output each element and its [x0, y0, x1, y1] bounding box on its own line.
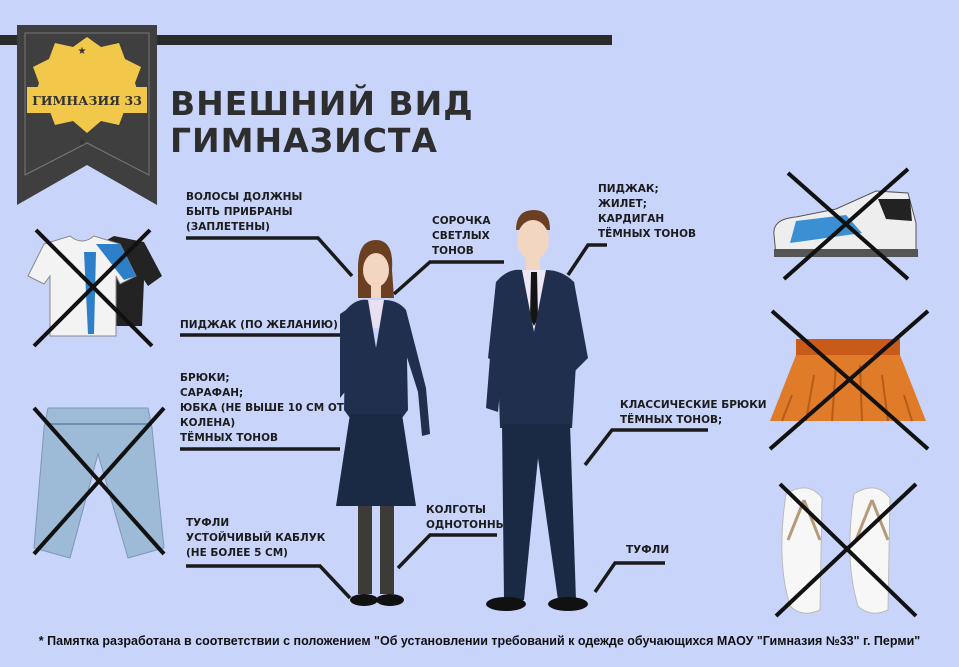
school-badge: ★ ★ ГИМНАЗИЯ 33 [17, 25, 157, 205]
forbidden-jeans [32, 406, 166, 559]
title-line-1: ВНЕШНИЙ ВИД [170, 84, 474, 123]
forbidden-sport-tshirt [27, 228, 162, 348]
label-jacket-optional: ПИДЖАК (ПО ЖЕЛАНИЮ) [180, 319, 338, 331]
label-shirt: СОРОЧКА СВЕТЛЫХ ТОНОВ [432, 215, 491, 257]
forbidden-short-skirt [768, 309, 930, 451]
forbidden-sneakers [773, 167, 918, 281]
boy-figure [486, 210, 588, 611]
label-girl-shoes: ТУФЛИ УСТОЙЧИВЫЙ КАБЛУК (НЕ БОЛЕЕ 5 СМ) [186, 517, 326, 559]
title-line-2: ГИМНАЗИСТА [170, 121, 438, 160]
top-bar [0, 35, 612, 45]
girl-figure [336, 240, 430, 606]
label-tights: КОЛГОТЫ ОДНОТОННЫЕ [426, 504, 514, 531]
footnote: * Памятка разработана в соответствии с п… [38, 634, 921, 648]
page-title: ВНЕШНИЙ ВИД ГИМНАЗИСТА [170, 85, 474, 159]
badge-text: ГИМНАЗИЯ 33 [32, 93, 142, 108]
label-boy-shoes: ТУФЛИ [626, 544, 670, 556]
svg-text:★: ★ [78, 46, 87, 57]
label-jacket-boy: ПИДЖАК; ЖИЛЕТ; КАРДИГАН ТЁМНЫХ ТОНОВ [598, 183, 697, 240]
label-hair: ВОЛОСЫ ДОЛЖНЫ БЫТЬ ПРИБРАНЫ (ЗАПЛЕТЕНЫ) [186, 191, 303, 233]
forbidden-flip-flops [774, 482, 918, 618]
label-trousers: КЛАССИЧЕСКИЕ БРЮКИ ТЁМНЫХ ТОНОВ; [620, 399, 767, 426]
svg-text:★: ★ [78, 137, 87, 148]
label-bottoms: БРЮКИ; САРАФАН; ЮБКА (НЕ ВЫШЕ 10 СМ ОТ К… [180, 372, 344, 444]
